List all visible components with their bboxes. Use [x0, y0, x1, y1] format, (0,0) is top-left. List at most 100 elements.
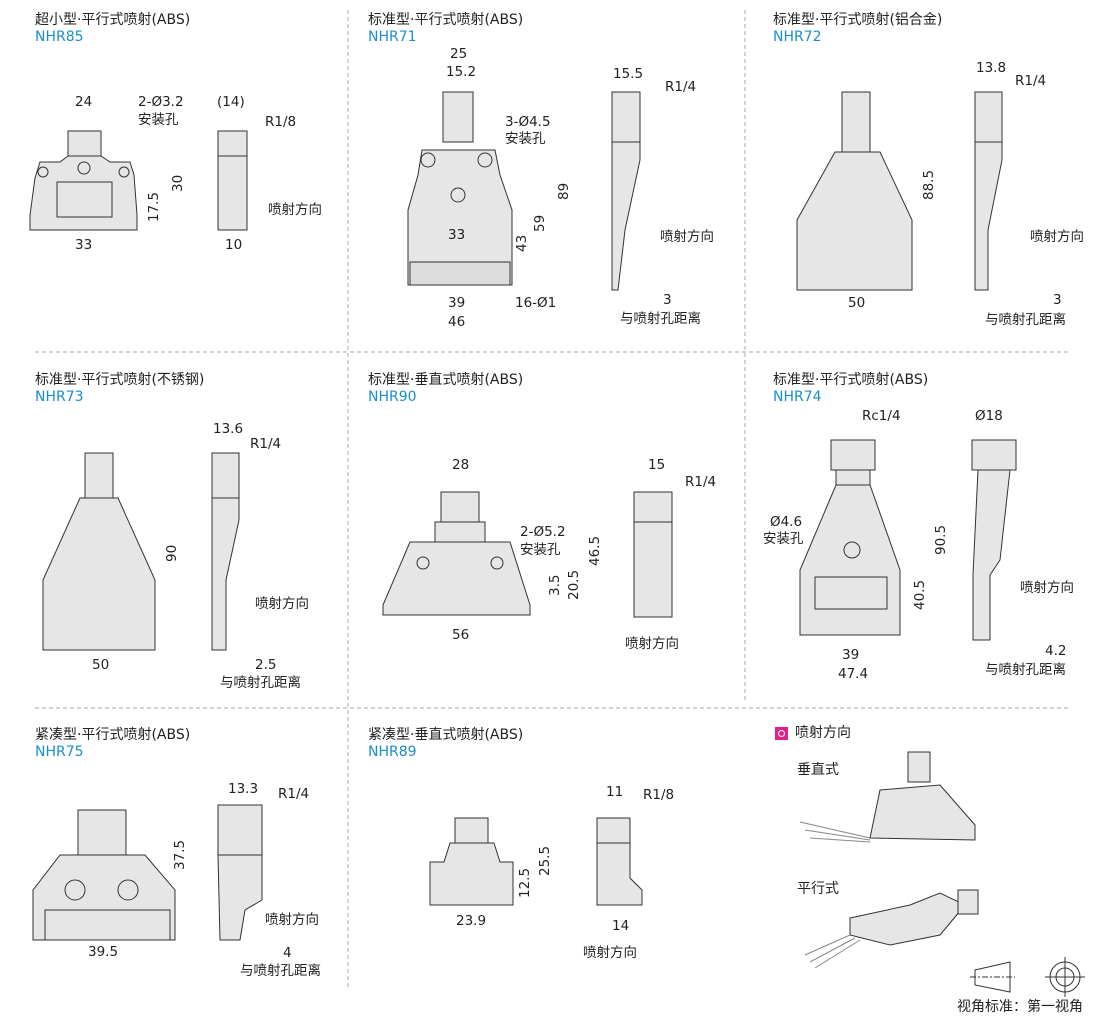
dimension-label: 59	[532, 214, 548, 232]
nhr90-front-view	[382, 491, 531, 616]
dimension-label: 89	[556, 182, 572, 200]
dimension-label: R1/4	[665, 79, 697, 95]
panel-dividers	[35, 10, 1070, 990]
dimension-label: 安装孔	[505, 131, 546, 147]
dimension-label: Rc1/4	[862, 408, 901, 424]
dimension-label: 13.3	[228, 781, 259, 797]
spray-direction-label: 喷射方向	[625, 636, 679, 652]
nhr74-side-view	[971, 439, 1017, 641]
dimension-label: 3.5	[547, 574, 563, 596]
dimension-label: R1/4	[685, 474, 717, 490]
nhr89-front-view	[429, 817, 514, 906]
dimension-label: 88.5	[921, 169, 937, 200]
dimension-label: 3	[663, 292, 672, 308]
panel-title: 标准型·平行式喷射(铝合金)	[773, 12, 943, 28]
parallel-type-label: 平行式	[797, 881, 839, 897]
dimension-label: (14)	[217, 94, 245, 110]
dimension-label: 与喷射孔距离	[620, 311, 701, 327]
model-number: NHR89	[368, 744, 417, 760]
dimension-label: 17.5	[146, 191, 162, 222]
legend-heading: 喷射方向	[795, 725, 851, 741]
dimension-label: 安装孔	[138, 112, 179, 128]
model-number: NHR90	[368, 389, 417, 405]
panel-title: 标准型·平行式喷射(ABS)	[368, 12, 524, 28]
dimension-label: 46	[448, 314, 466, 330]
dimension-label: 2.5	[255, 657, 277, 673]
dimension-label: 10	[225, 237, 243, 253]
dimension-label: 13.6	[213, 421, 244, 437]
panel-title: 紧凑型·平行式喷射(ABS)	[35, 727, 191, 743]
dimension-label: 15.2	[446, 64, 477, 80]
dimension-label: 39.5	[88, 944, 119, 960]
nhr71-front-view	[407, 91, 513, 286]
panel-title: 标准型·平行式喷射(不锈钢)	[35, 372, 205, 388]
spray-direction-label: 喷射方向	[265, 912, 319, 928]
spray-direction-label: 喷射方向	[268, 202, 322, 218]
dimension-label: R1/4	[1015, 73, 1047, 89]
dimension-label: 16-Ø1	[515, 295, 557, 311]
view-standard-label: 视角标准：第一视角	[957, 999, 1083, 1015]
dimension-label: 与喷射孔距离	[985, 662, 1066, 678]
panel-title: 标准型·平行式喷射(ABS)	[773, 372, 929, 388]
model-number: NHR72	[773, 29, 822, 45]
spray-direction-label: 喷射方向	[1020, 580, 1074, 596]
dimension-label: R1/8	[265, 114, 297, 130]
spray-direction-label: 喷射方向	[660, 229, 714, 245]
dimension-label: R1/4	[278, 786, 310, 802]
dimension-label: 28	[452, 457, 470, 473]
dimension-label: 20.5	[566, 569, 582, 600]
model-number: NHR75	[35, 744, 84, 760]
dimension-label: 25.5	[537, 845, 553, 876]
dimension-label: 50	[92, 657, 110, 673]
dimension-label: Ø4.6	[770, 514, 803, 530]
dimension-label: 2-Ø3.2	[138, 94, 184, 110]
first-angle-projection-symbol	[970, 957, 1085, 997]
vertical-spray-illustration	[799, 751, 976, 843]
dimension-label: 12.5	[517, 867, 533, 898]
nhr85-front-view	[29, 130, 138, 231]
nhr72-front-view	[796, 91, 913, 291]
panel-title: 标准型·垂直式喷射(ABS)	[368, 372, 524, 388]
dimension-label: 37.5	[172, 839, 188, 870]
model-number: NHR74	[773, 389, 822, 405]
dimension-label: 33	[448, 227, 466, 243]
nhr90-side-view	[633, 491, 673, 618]
dimension-label: 3	[1053, 292, 1062, 308]
dimension-label: 50	[848, 295, 866, 311]
dimension-label: 15	[648, 457, 666, 473]
dimension-label: 23.9	[456, 913, 487, 929]
model-number: NHR71	[368, 29, 417, 45]
dimension-label: 4.2	[1045, 643, 1067, 659]
dimension-label: 安装孔	[763, 531, 804, 547]
nhr73-front-view	[42, 452, 156, 651]
dimension-label: 15.5	[613, 66, 644, 82]
panel-title: 紧凑型·垂直式喷射(ABS)	[368, 727, 524, 743]
dimension-label: 14	[612, 918, 630, 934]
nhr85-side-view	[217, 130, 248, 231]
nhr73-side-view	[211, 452, 240, 651]
nhr74-front-view	[799, 439, 901, 636]
dimension-label: Ø18	[975, 408, 1003, 424]
dimension-label: 24	[75, 94, 93, 110]
spray-direction-label: 喷射方向	[583, 945, 637, 961]
model-number: NHR73	[35, 389, 84, 405]
dimension-label: 25	[450, 46, 468, 62]
dimension-label: 40.5	[912, 579, 928, 610]
dimension-label: 与喷射孔距离	[985, 312, 1066, 328]
dimension-label: R1/4	[250, 436, 282, 452]
dimension-label: 2-Ø5.2	[520, 524, 566, 540]
dimension-label: 11	[606, 784, 624, 800]
dimension-label: 33	[75, 237, 93, 253]
dimension-label: 与喷射孔距离	[220, 675, 301, 691]
dimension-label: 46.5	[587, 535, 603, 566]
dimension-label: 47.4	[838, 666, 869, 682]
dimension-label: 90.5	[933, 524, 949, 555]
dimension-label: 与喷射孔距离	[240, 963, 321, 979]
dimension-label: 43	[514, 234, 530, 252]
model-number: NHR85	[35, 29, 84, 45]
nhr75-front-view	[32, 809, 176, 941]
dimension-label: 30	[170, 174, 186, 192]
dimension-label: 90	[164, 544, 180, 562]
panel-title: 超小型·平行式喷射(ABS)	[35, 12, 191, 28]
